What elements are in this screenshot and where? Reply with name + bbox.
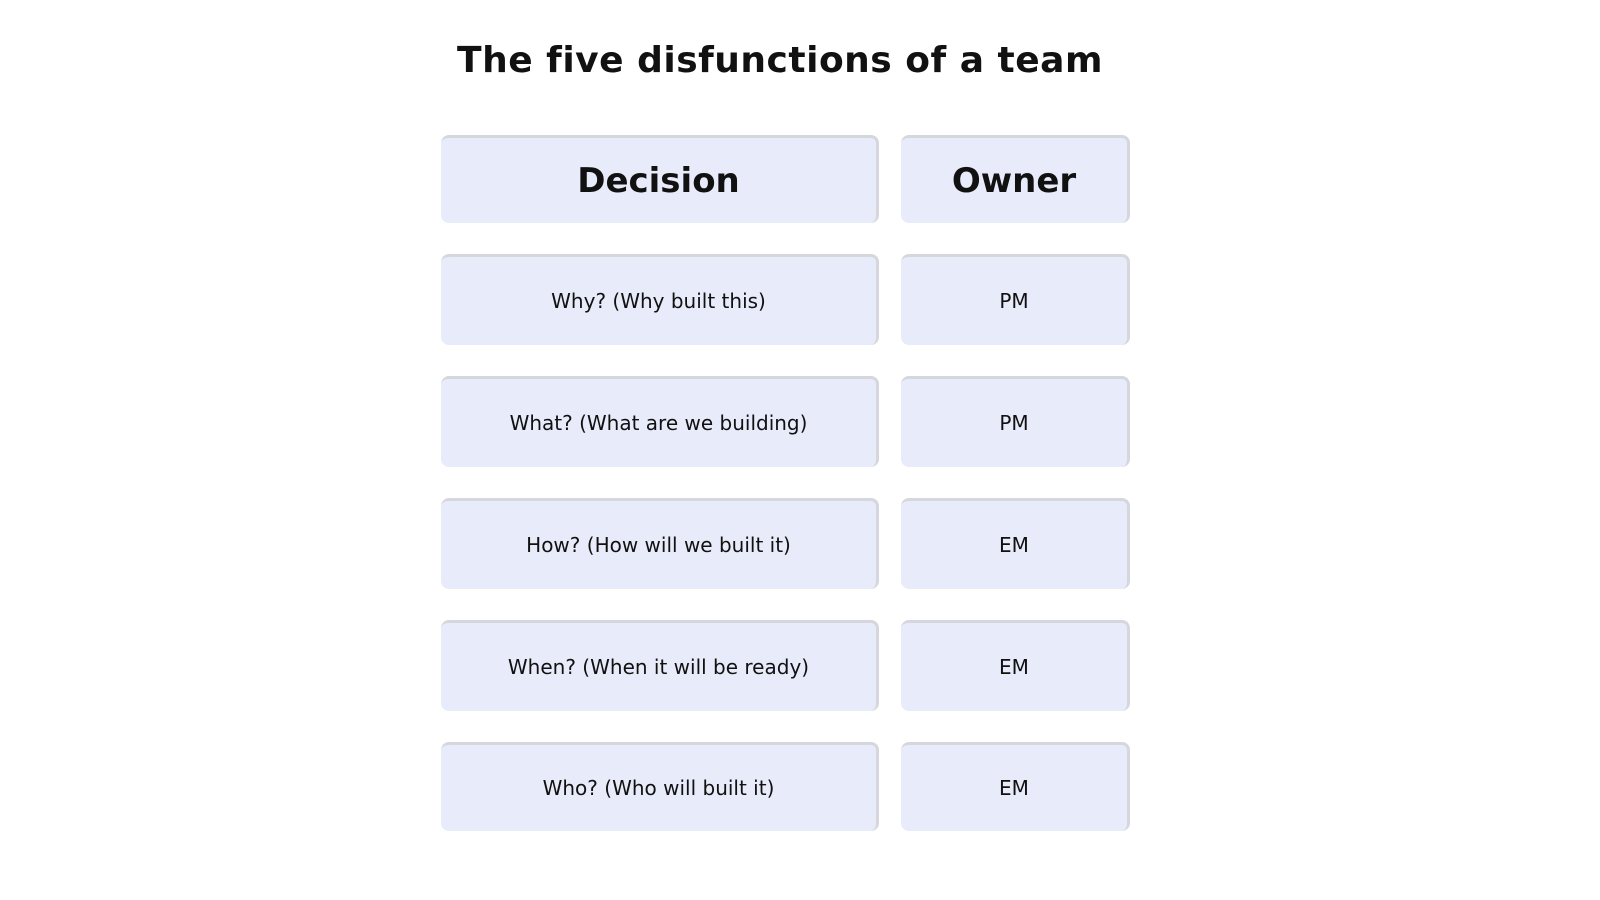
owner-cell: EM <box>901 498 1130 589</box>
decision-cell: What? (What are we building) <box>441 376 879 467</box>
decision-cell: When? (When it will be ready) <box>441 620 879 711</box>
page-title: The five disfunctions of a team <box>457 40 1103 81</box>
owner-cell: EM <box>901 742 1130 831</box>
header-owner: Owner <box>901 135 1130 223</box>
decision-cell: Why? (Why built this) <box>441 254 879 345</box>
decision-cell: How? (How will we built it) <box>441 498 879 589</box>
owner-cell: PM <box>901 254 1130 345</box>
decision-cell: Who? (Who will built it) <box>441 742 879 831</box>
header-decision: Decision <box>441 135 879 223</box>
owner-cell: PM <box>901 376 1130 467</box>
owner-cell: EM <box>901 620 1130 711</box>
